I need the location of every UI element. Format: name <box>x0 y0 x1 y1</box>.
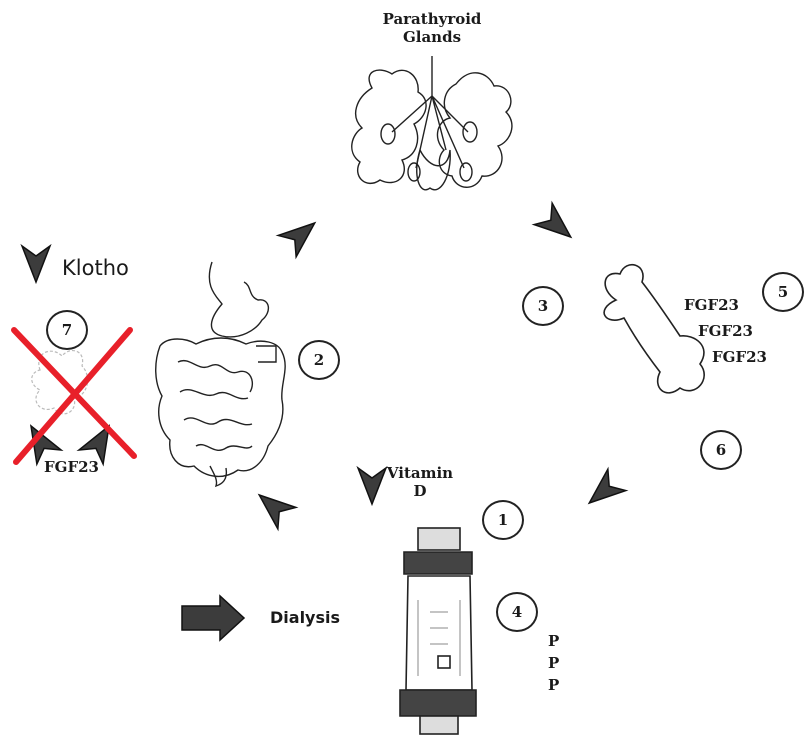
klotho-label: Klotho <box>62 256 129 280</box>
kidney-fgf23-label: FGF23 <box>44 458 99 476</box>
step-4-circle: 4 <box>496 592 538 632</box>
step-6-circle: 6 <box>700 430 742 470</box>
dialysis-arrow <box>182 596 244 640</box>
dialysis-label: Dialysis <box>270 608 340 627</box>
bone-fgf23-label-2: FGF23 <box>698 322 753 340</box>
bone-sketch <box>604 265 704 393</box>
step-2-circle: 2 <box>298 340 340 380</box>
parathyroid-glands-sketch <box>352 56 512 190</box>
intestine-sketch <box>156 262 285 486</box>
bone-fgf23-label-3: FGF23 <box>712 348 767 366</box>
arrow-to-bone <box>534 203 580 248</box>
step-3-circle: 3 <box>522 286 564 326</box>
step-1-circle: 1 <box>482 500 524 540</box>
arrow-to-dialyzer <box>580 469 626 514</box>
step-7-circle: 7 <box>46 310 88 350</box>
arrow-to-parathyroid <box>278 212 324 257</box>
phosphate-label-1: P <box>548 632 559 650</box>
vitamin-d-label: Vitamin D <box>380 464 460 500</box>
bone-fgf23-label-1: FGF23 <box>684 296 739 314</box>
dialyzer-cartridge-sketch <box>400 528 476 734</box>
kidney-cross <box>14 330 134 462</box>
arrow-to-intestine <box>250 484 296 529</box>
arrow-klotho-down <box>22 246 50 282</box>
parathyroid-label: Parathyroid Glands <box>352 10 512 46</box>
phosphate-label-2: P <box>548 654 559 672</box>
step-5-circle: 5 <box>762 272 804 312</box>
phosphate-label-3: P <box>548 676 559 694</box>
